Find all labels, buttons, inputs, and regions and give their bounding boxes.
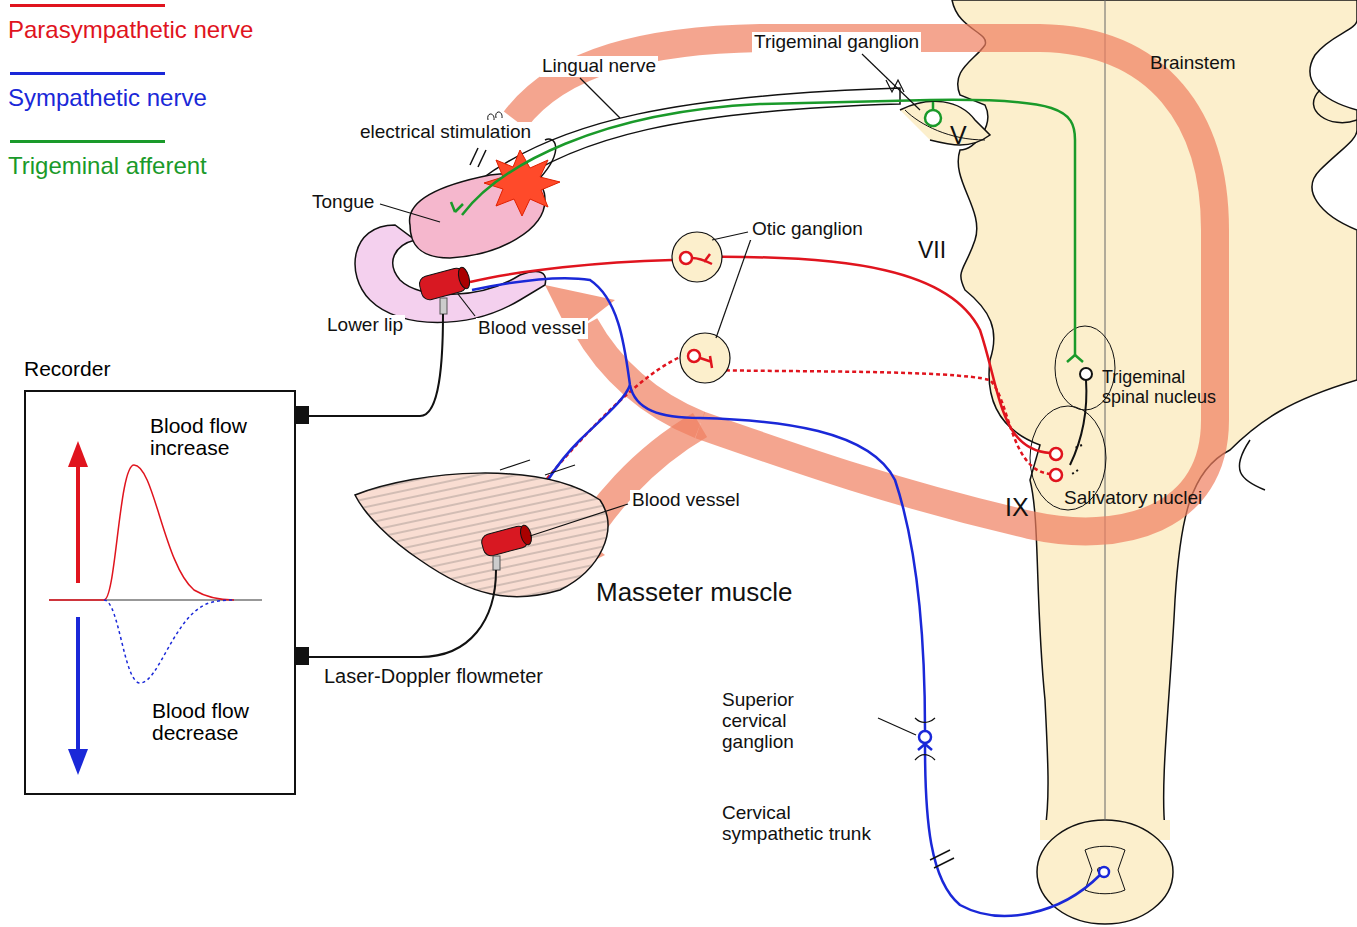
part-label: Brainstem: [1150, 53, 1236, 74]
part-label: VII: [918, 238, 946, 263]
part-label: Laser-Doppler flowmeter: [322, 665, 545, 687]
blood-vessel: [418, 266, 472, 301]
part-label: IX: [1005, 494, 1029, 522]
part-label: electrical stimulation: [358, 122, 533, 143]
part-label: Tongue: [310, 192, 376, 213]
recorder-box: RecorderBlood flow increaseBlood flow de…: [24, 355, 296, 795]
brainstem: [952, 0, 1357, 830]
part-label: Salivatory nuclei: [1064, 488, 1202, 509]
part-label: Cervical sympathetic trunk: [720, 803, 874, 845]
part-label: Superior cervical ganglion: [720, 690, 864, 753]
part-label: Blood vessel: [630, 490, 742, 511]
recorder-title: Recorder: [24, 357, 110, 381]
legend-text: Sympathetic nerve: [8, 84, 207, 112]
part-label: V: [950, 122, 967, 150]
part-label: Lingual nerve: [540, 56, 658, 77]
part-label: Masseter muscle: [594, 578, 795, 607]
legend-line: [10, 72, 165, 75]
axis-label: Blood flow increase: [150, 415, 280, 459]
legend-line: [10, 4, 165, 7]
part-label: Lower lip: [325, 315, 405, 336]
blood-vessel: [480, 524, 533, 558]
reflex-pathway: [515, 38, 1215, 545]
part-label: Trigeminal spinal nucleus: [1102, 368, 1220, 408]
part-label: Blood vessel: [476, 318, 588, 339]
masseter-muscle: [355, 473, 608, 597]
axis-label: Blood flow decrease: [152, 700, 282, 744]
legend-line: [10, 140, 165, 143]
legend-text: Trigeminal afferent: [8, 152, 207, 180]
part-label: Trigeminal ganglion: [752, 32, 921, 53]
legend-text: Parasympathetic nerve: [8, 16, 253, 44]
part-label: Otic ganglion: [750, 219, 865, 240]
